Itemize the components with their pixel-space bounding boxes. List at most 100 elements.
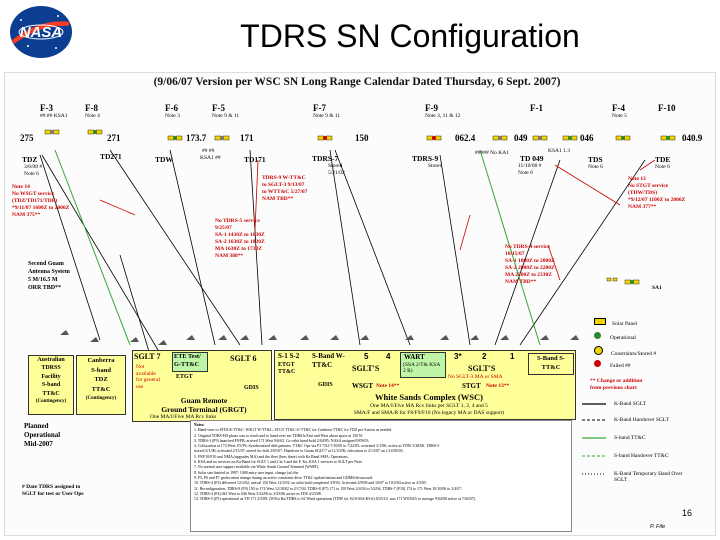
tdw-note: ## ## <box>202 148 215 154</box>
legend-label: Failed ## <box>610 363 631 369</box>
page-title: TDRS SN Configuration <box>240 18 580 54</box>
box-line: Facility <box>41 373 61 380</box>
planned-line: Planned <box>24 422 49 430</box>
gdis2-label: GDIS <box>318 382 333 388</box>
red-line: Note 14 <box>12 184 30 190</box>
sat-name: F-5 <box>212 103 225 113</box>
tag-td171: TD171 <box>244 155 266 164</box>
canberra-facility: Canberra S-band TDZ TT&C (Contingency) <box>76 355 126 415</box>
longitude-271: 271 <box>107 133 121 143</box>
red-line: (TDW/TDS) <box>628 190 658 196</box>
satellite-f4: F-4 Note 5 <box>612 103 627 119</box>
longitude-062-4: 062.4 <box>455 133 476 143</box>
wsgt-note: Note 14** <box>376 383 400 389</box>
logo-text: NASA <box>20 24 63 41</box>
sglt7-note: Not available for general use <box>136 364 160 390</box>
tde-note: Note 6 <box>655 164 670 170</box>
red-line: to WTT&C 5/27/07 <box>262 189 308 195</box>
red-note-right-mid: No TDRS-4 service 10/15/07 SA-1 1800Z to… <box>505 244 555 286</box>
sat-note: Note 9 & 11 <box>212 113 240 119</box>
red-line: SA-1 1430Z to 1630Z <box>215 232 265 238</box>
legend-solar-panel: Solar Panel <box>594 318 637 327</box>
note-line: 7. No normal user support available via … <box>194 465 320 470</box>
wsc-note-line: SMA/F and SMA/R for F8/F9/F10 (No legacy… <box>353 409 505 416</box>
box-line: TDRSS <box>41 365 61 372</box>
red-note-left: Note 14 No WSGT service (TDZ/TD171/TDE) … <box>12 184 69 219</box>
longitude-040-9: 040.9 <box>682 133 703 143</box>
antenna-dishes <box>60 330 579 345</box>
box-line: TT&C <box>42 390 60 397</box>
longitude-173-7: 173.7 <box>186 133 207 143</box>
note-line: 6. KSA and no services on Ka-Band for SG… <box>194 460 363 465</box>
tdz-note: 3/6/08 # <box>24 164 43 170</box>
planned-label: Planned Operational Mid-2007 <box>24 422 60 449</box>
satellite-f6: F-6 Note 3 <box>165 103 180 119</box>
red-line: No WSGT service <box>12 191 54 197</box>
sat-note: Note 9 & 11 <box>313 113 341 119</box>
tag-td049: TD 049 <box>520 154 544 163</box>
link-legend-kband-temp: K-Band Temporary Hand Over SGLT <box>614 471 683 483</box>
constraints-swatch <box>594 346 603 355</box>
red-line: SA-1 1800Z to 2000Z <box>505 258 555 264</box>
wsc-note-line: One MA/I/Five MA Rcv links per SGLT 1, 2… <box>370 403 488 409</box>
box-line: (Contingency) <box>85 396 117 401</box>
red-line: SA-2 2000Z to 2200Z <box>505 265 555 271</box>
wsc-label: White Sands Complex (WSC) <box>375 392 483 402</box>
wsgt-label: WSGT <box>352 382 374 390</box>
link-legend-sband-handover: S-band Handover TT&C <box>614 453 669 459</box>
tag-tdz: TDZ <box>22 155 38 164</box>
note-line: 8. Solar size limited to 1997: 1000 entr… <box>194 470 300 475</box>
nasa-logo: NASA <box>10 6 72 58</box>
diagram-subtitle: (9/06/07 Version per WSC SN Long Range C… <box>153 76 561 88</box>
sglt1-num: 1 <box>510 352 515 361</box>
australian-facility: Australian TDRSS Facility S-band TT&C (C… <box>28 355 74 415</box>
link-legend-sband: S-band TT&C <box>614 435 646 441</box>
td049-note: 11/10/00 # <box>518 163 542 169</box>
solar-panel-swatch <box>594 318 606 325</box>
tag-tds: TDS <box>588 155 603 164</box>
note-line: stored; 6/1/06; activated 2/15/07; store… <box>194 449 404 454</box>
gdis-label: GDIS <box>244 385 259 391</box>
note-line: 13. TDRS-5 (F5) operational as TD 171 2/… <box>194 497 476 502</box>
guam-antenna-label: Second Guam Antenna System 5 M/16.5 M OR… <box>28 260 70 292</box>
sat-name: F-4 <box>612 103 625 113</box>
ksa-note2: KSA1 1.3 <box>548 148 571 154</box>
tdrs7-note2: 5/21/02 <box>328 170 345 176</box>
satellite-f8: F-8 Note 4 <box>85 103 100 119</box>
note-line: 9. F5, F6 and F7 geolocation change duri… <box>194 475 373 480</box>
tdw-note2: KSA1 ## <box>200 155 221 161</box>
ksa-note: ##### No KA1 <box>475 150 509 156</box>
wart-box <box>400 352 446 378</box>
red-line: TDRS-9 W-TT&C <box>262 175 306 181</box>
satellite-f1: F-1 <box>530 103 543 113</box>
sat-note: Note 5 <box>612 113 627 119</box>
sband-wttc-label: S-Band W-TT&C <box>312 352 345 369</box>
note-line: 1. Hand-over to STDUS-TT&C: WSGT W-TT&C;… <box>194 428 393 433</box>
satellite-f5: F-5 Note 9 & 11 <box>212 103 239 119</box>
red-note-center: TDRS-9 W-TT&C to SGLT-3 9/13/07 to WTT&C… <box>262 175 307 203</box>
sglt4-num: 4 <box>386 352 391 361</box>
sglt6-label: SGLT 6 <box>230 354 257 363</box>
s1s2-label: S-1 S-2 <box>278 352 300 360</box>
satellite-f10: F-10 <box>658 103 676 113</box>
red-line: Note 12 <box>628 176 646 182</box>
red-line: No TDRS-5 service <box>215 218 260 224</box>
guam-line: Second Guam <box>28 261 64 267</box>
note-line: 10. TDRS-4 (F3) delivered 12/3/02; arriv… <box>194 481 428 486</box>
sat-name: F-3 <box>40 103 53 113</box>
guam-line: 5 M/16.5 M <box>28 277 58 283</box>
tag-tdrs9: TDRS-9 <box>412 154 439 163</box>
legend-label: Operational <box>610 335 636 341</box>
longitude-275: 275 <box>20 133 34 143</box>
note-line: available <box>136 370 156 377</box>
guam-line: Antenna System <box>28 269 70 275</box>
note-line: Notes: <box>194 423 205 427</box>
sglt3-num: 3* <box>454 352 462 361</box>
longitude-150: 150 <box>355 133 369 143</box>
note-line: 5. F9/F10/F10 and NMA (upgrades MA) and … <box>194 454 349 459</box>
author-initials: P. Fife <box>650 524 666 530</box>
box-line: Australian <box>37 357 65 363</box>
red-note-right-top: Note 12 No STGT service (TDW/TDS) *9/12/… <box>628 176 685 211</box>
sat-name: F-10 <box>658 103 676 113</box>
